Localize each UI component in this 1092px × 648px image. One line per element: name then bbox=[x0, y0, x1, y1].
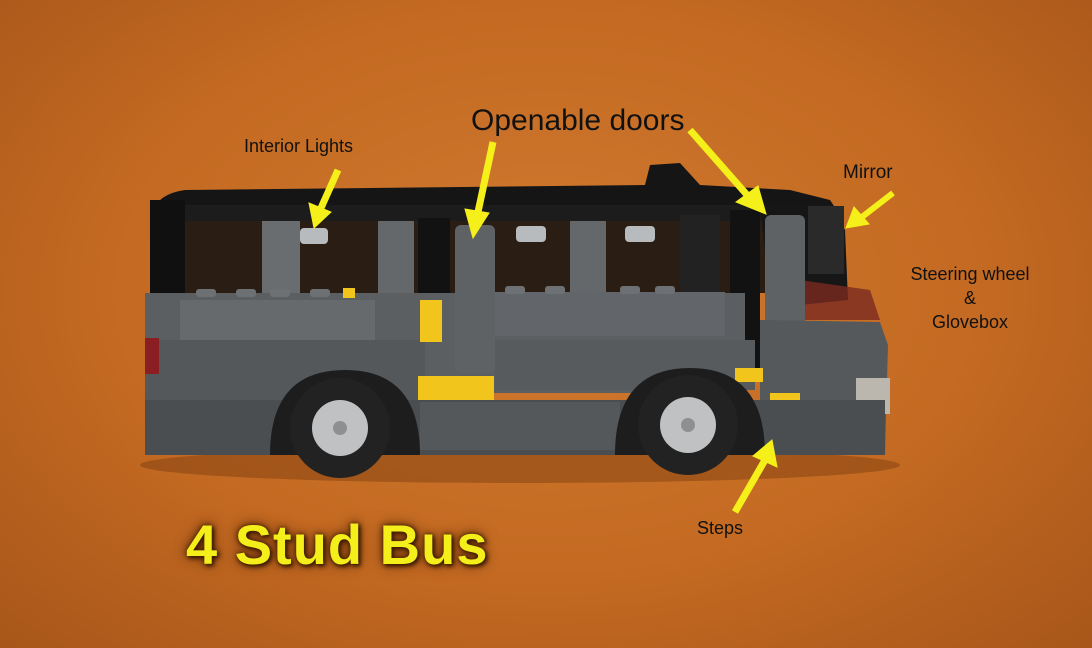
doors-left-arrow-icon bbox=[464, 141, 497, 240]
mirror-label: Mirror bbox=[843, 162, 893, 183]
steps-arrow-icon bbox=[731, 439, 778, 514]
steering-label-line1: Steering wheel bbox=[910, 264, 1030, 284]
openable-doors-label: Openable doors bbox=[471, 104, 685, 137]
doors-right-arrow-icon bbox=[687, 127, 767, 215]
page-title: 4 Stud Bus bbox=[186, 513, 489, 576]
steering-glovebox-label: Steering wheel & Glovebox bbox=[897, 262, 1043, 334]
steering-label-line2: & bbox=[963, 288, 976, 308]
steps-label: Steps bbox=[697, 518, 744, 538]
interior-lights-label: Interior Lights bbox=[244, 136, 354, 156]
mirror-arrow-icon bbox=[845, 190, 895, 229]
interior-lights-arrow-icon bbox=[308, 168, 342, 229]
steering-label-line3: Glovebox bbox=[931, 312, 1009, 332]
